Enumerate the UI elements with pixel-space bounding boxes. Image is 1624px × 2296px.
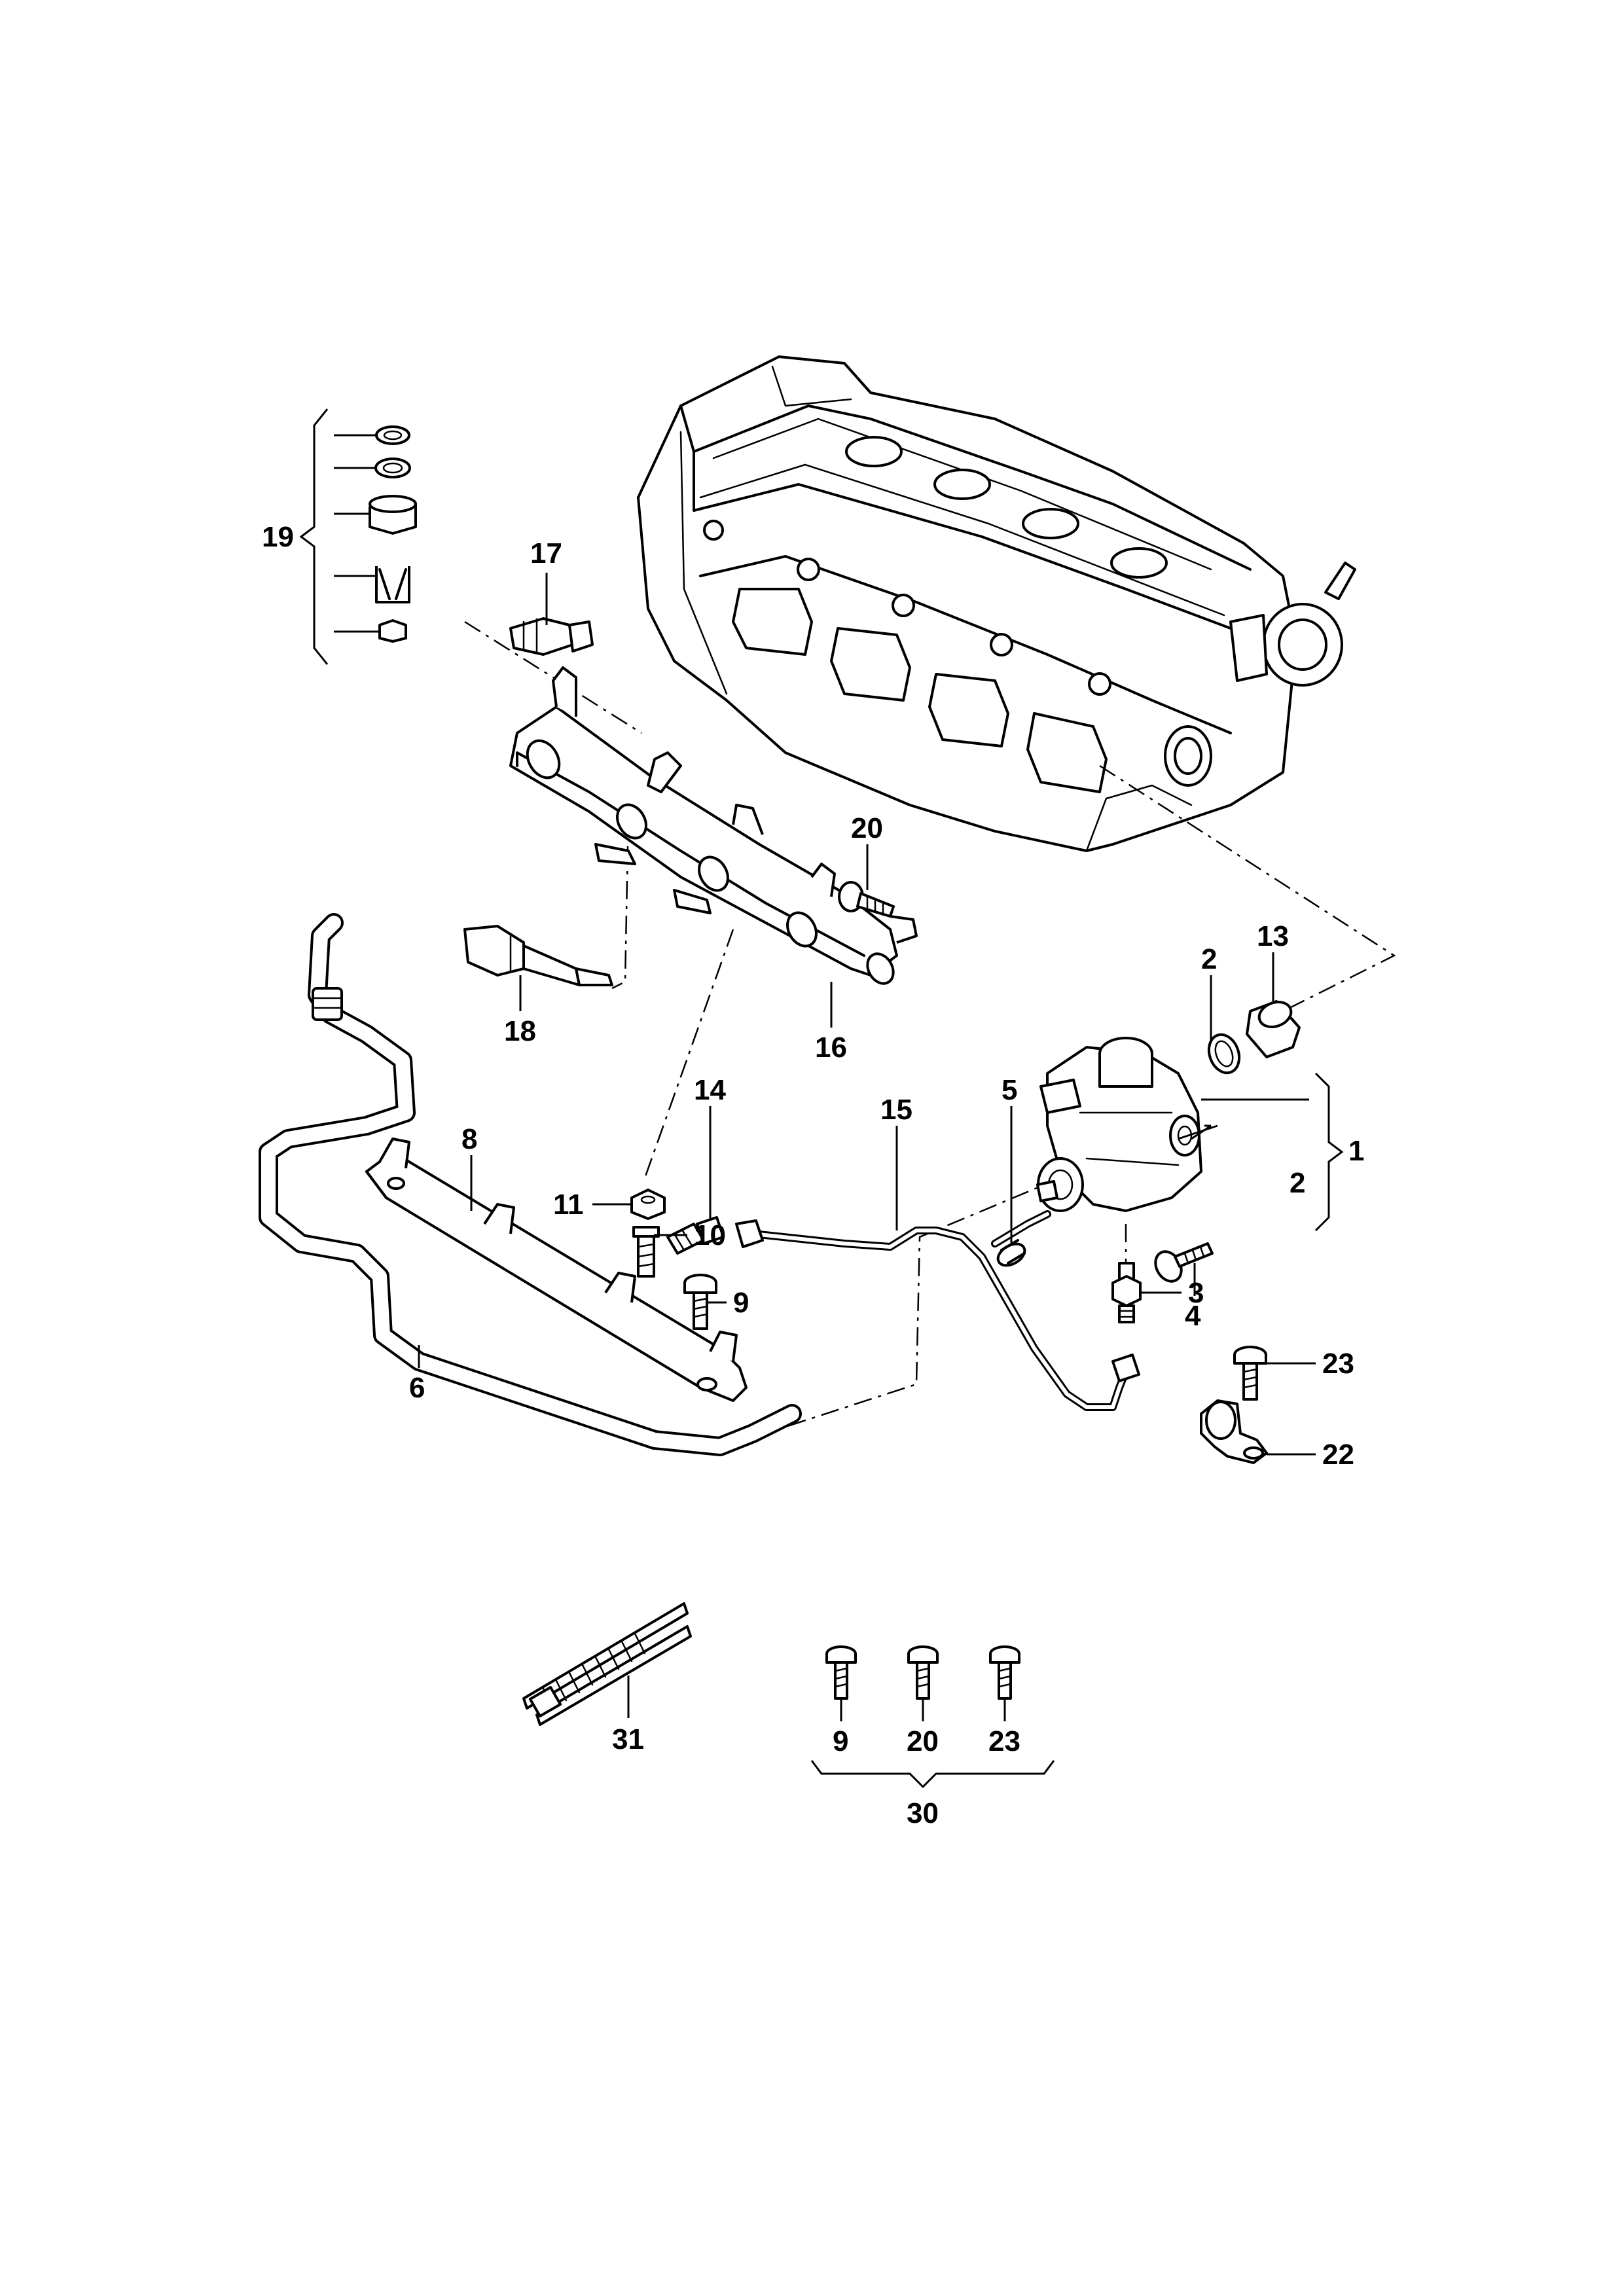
label-19: 19 (262, 521, 294, 553)
callout-labels: 1 2 2 3 4 5 6 8 9 10 11 13 14 15 16 17 1… (262, 521, 1364, 1829)
o-ring-2 (1207, 1033, 1241, 1075)
label-2-top: 2 (1201, 943, 1217, 975)
label-30-bolt-23: 23 (988, 1725, 1020, 1757)
union-14 (666, 1216, 725, 1255)
label-11: 11 (553, 1189, 584, 1221)
label-30: 30 (907, 1797, 939, 1829)
cylinder-head (637, 355, 1356, 852)
bolt-4 (1154, 1242, 1214, 1283)
fuel-rail-sensor (463, 925, 613, 986)
high-pressure-pump (1036, 1037, 1202, 1212)
label-10: 10 (694, 1219, 726, 1251)
bolt-20-rail (838, 881, 895, 918)
label-2-bracket: 2 (1290, 1167, 1305, 1199)
stud-10 (632, 1226, 660, 1278)
nut-11 (630, 1189, 666, 1220)
label-17: 17 (530, 537, 562, 569)
roller-tappet-13 (1246, 1000, 1301, 1058)
bolt-23 (1233, 1346, 1267, 1401)
label-23: 23 (1322, 1348, 1354, 1380)
label-15: 15 (880, 1094, 912, 1126)
label-8: 8 (461, 1123, 477, 1155)
high-pressure-line (735, 1210, 1140, 1411)
fuel-rail-bracket (365, 1138, 748, 1402)
assembly-lines (464, 620, 1396, 1428)
label-30-bolt-9: 9 (833, 1725, 848, 1757)
bolt-set-30 (810, 1645, 1055, 1789)
label-14: 14 (694, 1074, 726, 1106)
label-6: 6 (409, 1372, 425, 1404)
label-5: 5 (1001, 1074, 1017, 1106)
fuel-hose (259, 913, 802, 1456)
bolt-9 (683, 1274, 717, 1330)
label-4: 4 (1185, 1300, 1201, 1332)
cable-tie-31 (522, 1602, 692, 1726)
label-13: 13 (1257, 920, 1289, 952)
label-31: 31 (612, 1723, 644, 1755)
label-16: 16 (815, 1031, 847, 1064)
label-9: 9 (733, 1287, 749, 1319)
leader-lines (418, 573, 1344, 1721)
clip-5 (996, 1239, 1026, 1267)
label-18: 18 (504, 1015, 536, 1047)
fuel-pressure-sensor (509, 617, 594, 656)
label-22: 22 (1322, 1439, 1354, 1471)
label-20: 20 (851, 812, 883, 844)
pipe-clamp-22 (1200, 1399, 1268, 1464)
label-1: 1 (1348, 1135, 1364, 1167)
seal-kit (299, 408, 417, 665)
label-30-bolt-20: 20 (907, 1725, 939, 1757)
fuel-rail (509, 666, 918, 985)
label-3: 3 (1188, 1277, 1204, 1309)
union-3 (1111, 1262, 1142, 1323)
